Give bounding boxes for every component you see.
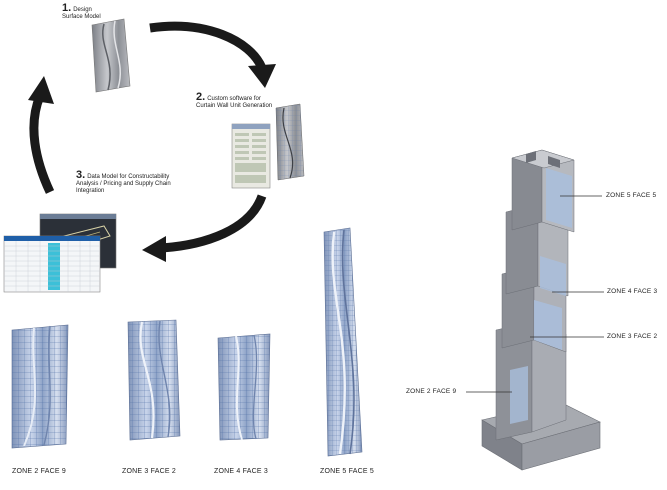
panel-caption-zone3: ZONE 3 FACE 2 bbox=[122, 468, 176, 475]
panel-caption-zone2: ZONE 2 FACE 9 bbox=[12, 468, 66, 475]
panel-caption-zone4: ZONE 4 FACE 3 bbox=[214, 468, 268, 475]
step-3-number: 3. bbox=[76, 169, 86, 181]
panel-zone2-face9 bbox=[11, 324, 69, 449]
panel-zone5-face5 bbox=[323, 227, 363, 457]
panel-zone3-face2 bbox=[127, 319, 181, 441]
step-1-number: 1. bbox=[62, 2, 72, 14]
twisted-panel-image bbox=[275, 103, 305, 181]
surface-model-image bbox=[91, 18, 131, 93]
panel-zone4-face3 bbox=[217, 333, 271, 441]
arrow-3-to-1-head bbox=[28, 76, 54, 104]
software-window-image bbox=[231, 123, 271, 189]
step-3-text: Data Model for Constructability Analysis… bbox=[76, 174, 171, 194]
step-1-label: 1.Design Surface Model bbox=[62, 2, 110, 21]
data-model-screens bbox=[3, 213, 117, 293]
tower-label-zone4: ZONE 4 FACE 3 bbox=[607, 288, 658, 295]
arrow-1-to-2 bbox=[149, 21, 267, 71]
step-1-text: Design Surface Model bbox=[62, 7, 101, 20]
cycle-arrows bbox=[28, 21, 276, 262]
tower-label-zone3: ZONE 3 FACE 2 bbox=[607, 333, 658, 340]
step-3-label: 3.Data Model for Constructability Analys… bbox=[76, 169, 186, 195]
tower-label-zone5: ZONE 5 FACE 5 bbox=[606, 192, 657, 199]
arrow-2-to-3 bbox=[161, 194, 267, 253]
tower-label-zone2: ZONE 2 FACE 9 bbox=[406, 388, 457, 395]
arrow-2-to-3-head bbox=[142, 236, 166, 262]
step-2-text: Custom software for Curtain Wall Unit Ge… bbox=[196, 96, 273, 109]
step-2-number: 2. bbox=[196, 91, 206, 103]
arrow-1-to-2-head bbox=[248, 64, 276, 88]
arrow-3-to-1 bbox=[29, 94, 55, 194]
tower-model bbox=[481, 149, 601, 471]
step-2-label: 2.Custom software for Curtain Wall Unit … bbox=[196, 91, 274, 110]
panel-caption-zone5: ZONE 5 FACE 5 bbox=[320, 468, 374, 475]
leader-lines bbox=[466, 195, 604, 393]
